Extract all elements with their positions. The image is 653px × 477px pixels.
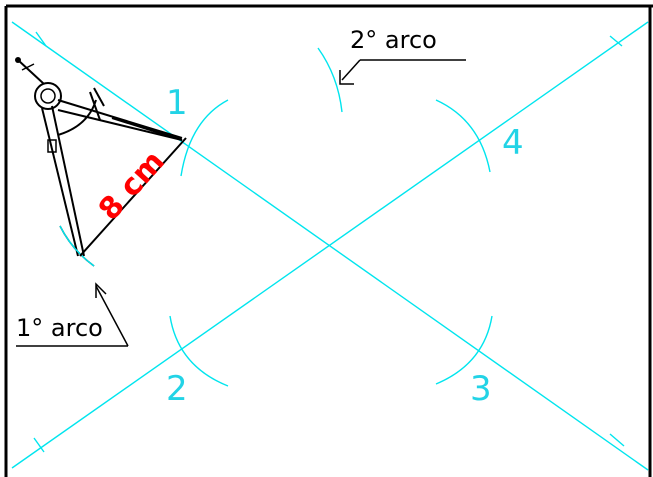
tick-mark: [609, 35, 623, 47]
arc-point-4: [435, 99, 491, 173]
arrow-down-icon: [339, 70, 354, 85]
point-label-4: 4: [502, 123, 524, 163]
point-label-1: 1: [166, 83, 188, 123]
point-label-3: 3: [470, 369, 492, 409]
tick-mark: [33, 437, 45, 453]
arc-top-center: [317, 47, 343, 113]
diagonal-line-a: [11, 21, 649, 471]
first-arc-callout: 1° arco: [16, 282, 129, 347]
diagonal-line-b: [11, 21, 649, 469]
measure-label: 8 cm: [92, 144, 172, 227]
point-label-2: 2: [166, 369, 188, 409]
compass-icon: [15, 57, 183, 267]
first-arc-label: 1° arco: [16, 314, 103, 342]
arc-point-1: [180, 99, 229, 177]
tick-mark: [35, 31, 47, 47]
second-arc-callout: 2° arco: [339, 26, 466, 85]
arc-point-3: [435, 315, 493, 385]
radius-line: [79, 137, 187, 257]
arc-point-2: [169, 315, 229, 387]
arrow-up-icon: [95, 282, 107, 298]
tick-mark: [609, 433, 625, 447]
second-arc-label: 2° arco: [350, 26, 437, 54]
